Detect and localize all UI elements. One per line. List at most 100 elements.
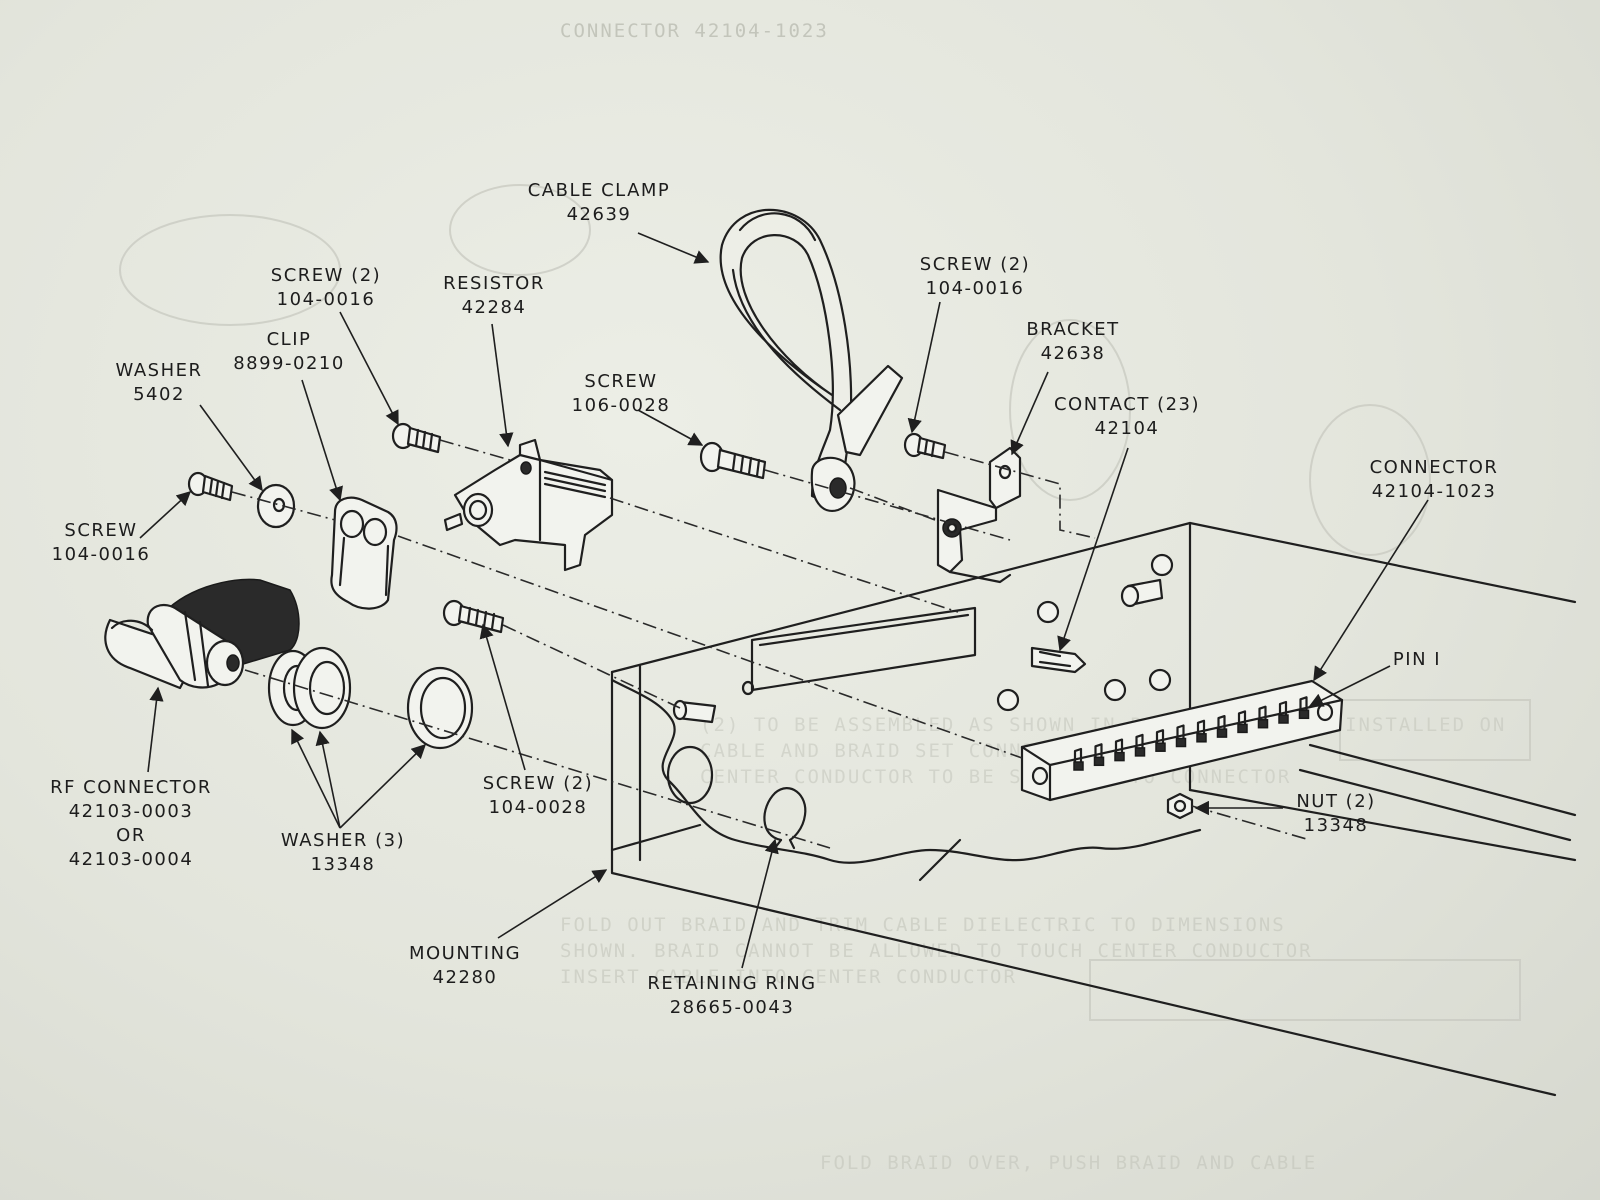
part-number: 104-0016 [925,278,1025,299]
part-name: WASHER (3) [280,830,406,851]
part-number-alt: 42103-0004 [68,849,194,870]
connector-pin-socket [1134,747,1146,757]
callout-screw-left: SCREW 104-0016 [52,519,151,567]
screw-bracket-part [903,432,947,460]
part-name: SCREW (2) [482,773,594,794]
bleed-through-line: CONNECTOR 42104-1023 [560,20,829,42]
callout-screw-bracket: SCREW (2) 104-0016 [920,253,1030,301]
part-name: SCREW (2) [270,265,382,286]
panel-hardware [672,553,1174,724]
callout-mounting: MOUNTING 42280 [409,942,521,990]
part-number: 13348 [1303,815,1369,836]
connector-pin-socket [1155,742,1166,752]
part-number: 42280 [432,967,498,988]
connector-pin-socket [1298,709,1310,720]
connector-pin-socket [1093,756,1105,767]
rf-connector-part [104,578,300,690]
connector-pin-socket [1114,751,1125,762]
connector-pin [1135,733,1144,752]
mounting-chassis [610,521,1577,1097]
resistor-part [443,438,614,572]
part-name: PIN I [1392,649,1442,670]
connector-pins [1073,696,1310,771]
screw-left-part [187,471,234,502]
callout-washers-13348: WASHER (3) 13348 [281,829,405,877]
part-name: RETAINING RING [647,973,817,994]
callout-screw-106-0028: SCREW 106-0028 [572,370,671,418]
part-number: 106-0028 [571,395,671,416]
part-number: 42639 [566,204,632,225]
bleed-through-bottom: FOLD BRAID OVER, PUSH BRAID AND CABLE [820,1150,1317,1176]
part-number: 104-0028 [488,797,588,818]
callout-cable-clamp: CABLE CLAMP 42639 [528,179,671,227]
bleed-through-top: CONNECTOR 42104-1023 [560,18,829,44]
part-number: 42104 [1094,418,1160,439]
bleed-through-line: INSERT CABLE INTO CENTER CONDUCTOR [560,966,1017,988]
callout-rf-connector: RF CONNECTOR 42103-0003 OR 42103-0004 [50,776,212,872]
part-name: CONNECTOR [1369,457,1499,478]
connector-pin [1094,743,1103,762]
connector-pin-socket [1196,733,1207,743]
callout-screw-104-0028: SCREW (2) 104-0028 [483,772,593,820]
connector-part [1020,679,1344,820]
part-number: 104-0016 [276,289,376,310]
connector-pin [1073,747,1083,767]
connector-pin [1217,715,1226,734]
connector-pin [1278,700,1288,720]
bleed-through-line: FOLD OUT BRAID AND TRIM CABLE DIELECTRIC… [560,914,1286,936]
part-name: WASHER [115,360,203,381]
connector-pin [1299,696,1308,715]
bleed-through-figures [119,184,1531,1021]
part-number: 42284 [461,297,527,318]
callout-pin-1: PIN I [1393,648,1441,672]
connector-pin-socket [1175,737,1187,748]
screw-104-0028-part [442,599,505,634]
part-name: CLIP [266,329,312,350]
callout-bracket: BRACKET 42638 [1026,318,1119,366]
connector-pin-socket [1278,714,1289,724]
callout-contact: CONTACT (23) 42104 [1054,393,1200,441]
part-name: SCREW (2) [919,254,1031,275]
nut-part [1166,792,1194,820]
part-number: 8899-0210 [233,353,345,374]
screw-106-0028-part [699,441,767,480]
washers-13348-part [267,646,474,750]
assembly-axes [231,439,1311,849]
callout-clip: CLIP 8899-0210 [233,328,345,376]
connector-pin [1176,724,1185,743]
part-number: 42104-1023 [1371,481,1497,502]
callout-washer-5402: WASHER 5402 [116,359,203,407]
part-number: 42638 [1040,343,1106,364]
part-name: RESISTOR [443,273,545,294]
leader-lines [139,232,1429,969]
connector-pin-socket [1237,723,1248,734]
part-number: 28665-0043 [669,997,795,1018]
callout-connector: CONNECTOR 42104-1023 [1370,456,1499,504]
part-number: 42103-0003 [68,801,194,822]
part-name: SCREW [584,371,658,392]
callout-retaining-ring: RETAINING RING 28665-0043 [647,972,816,1020]
bleed-through-line: FOLD BRAID OVER, PUSH BRAID AND CABLE [820,1152,1318,1174]
part-or: OR [116,825,146,846]
cable-clamp-part [719,208,904,513]
callout-screw-resistor: SCREW (2) 104-0016 [271,264,381,312]
part-name: RF CONNECTOR [50,777,212,798]
connector-pin-socket [1216,728,1228,738]
connector-pin [1258,705,1267,724]
part-name: CABLE CLAMP [527,180,671,201]
part-number: 13348 [310,854,376,875]
retaining-ring-part [763,787,807,842]
part-name: NUT (2) [1296,791,1376,812]
part-name: BRACKET [1026,319,1120,340]
clip-part [330,496,398,610]
part-name: MOUNTING [408,943,522,964]
connector-pin [1114,738,1124,757]
part-name: SCREW [64,520,138,541]
callout-nut: NUT (2) 13348 [1296,790,1375,838]
connector-pin-socket [1073,761,1084,771]
connector-pin [1237,710,1247,729]
callout-resistor: RESISTOR 42284 [443,272,545,320]
bracket-part [936,446,1022,584]
